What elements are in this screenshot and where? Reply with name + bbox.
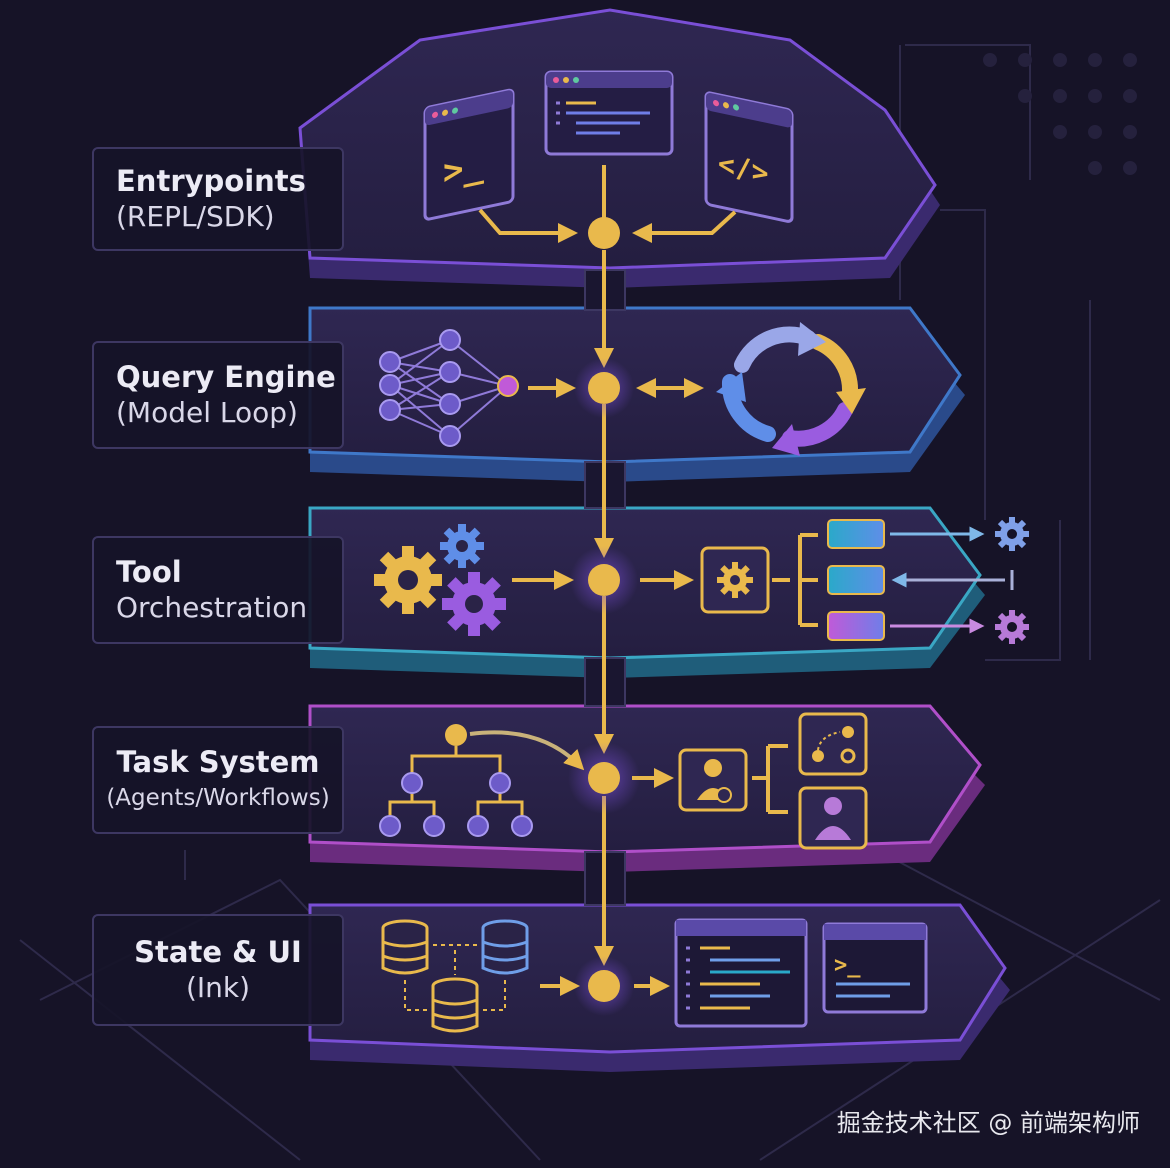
terminal-glyph: >_ bbox=[443, 145, 484, 193]
layer-label-tool-orchestration: Tool Orchestration bbox=[92, 536, 344, 644]
layer-title: Tool bbox=[116, 555, 182, 589]
workflow-node-icon bbox=[798, 712, 868, 776]
background-dots bbox=[983, 53, 1137, 175]
tool-bars bbox=[827, 519, 885, 641]
database-icons bbox=[381, 919, 529, 1033]
layer-title: Task System bbox=[116, 745, 320, 779]
refresh-cycle-icon bbox=[716, 322, 866, 456]
terminal-window-icon: >_ bbox=[423, 88, 515, 221]
small-gear-icons bbox=[995, 517, 1029, 644]
tool-bar-arrows bbox=[890, 526, 1014, 634]
layer-subtitle: (Agents/Workflows) bbox=[106, 785, 330, 811]
layer-label-entrypoints: Entrypoints (REPL/SDK) bbox=[92, 147, 344, 251]
flow-nodes bbox=[568, 217, 640, 1016]
layer-label-state-ui: State & UI (Ink) bbox=[92, 914, 344, 1026]
neural-network-icon bbox=[379, 329, 519, 447]
gears-icon bbox=[374, 524, 506, 636]
layer-label-task-system: Task System (Agents/Workflows) bbox=[92, 726, 344, 834]
ui-code-window-icon bbox=[674, 918, 808, 1028]
layer-subtitle: Orchestration bbox=[116, 591, 308, 624]
layer-title: Entrypoints bbox=[116, 164, 306, 198]
tool-dispatcher-icon bbox=[700, 546, 770, 614]
layer-title: State & UI bbox=[134, 935, 302, 969]
entry-arrows bbox=[478, 208, 737, 243]
task-arrows bbox=[632, 744, 788, 814]
layer-subtitle: (Model Loop) bbox=[116, 396, 298, 429]
code-editor-window-icon bbox=[544, 70, 674, 156]
layer-title: Query Engine bbox=[116, 360, 336, 394]
database-blue-icon bbox=[481, 919, 529, 975]
database-center-icon bbox=[431, 977, 479, 1033]
layer-label-query-engine: Query Engine (Model Loop) bbox=[92, 341, 344, 449]
layer-subtitle: (REPL/SDK) bbox=[116, 200, 275, 233]
agent-dispatch-icon bbox=[678, 748, 748, 812]
task-tree-icon bbox=[379, 724, 585, 837]
ui-terminal-glyph: >_ bbox=[834, 953, 861, 978]
tool-arrows bbox=[512, 533, 818, 627]
layer-slab-query-engine bbox=[308, 306, 965, 482]
database-gold-icon bbox=[381, 919, 429, 975]
layer-subtitle: (Ink) bbox=[185, 971, 251, 1004]
code-window-icon: </> bbox=[704, 91, 794, 223]
watermark: 掘金技术社区 @ 前端架构师 bbox=[836, 1109, 1140, 1137]
ui-terminal-window-icon: >_ bbox=[822, 922, 928, 1014]
agent-user-icon bbox=[798, 786, 868, 850]
